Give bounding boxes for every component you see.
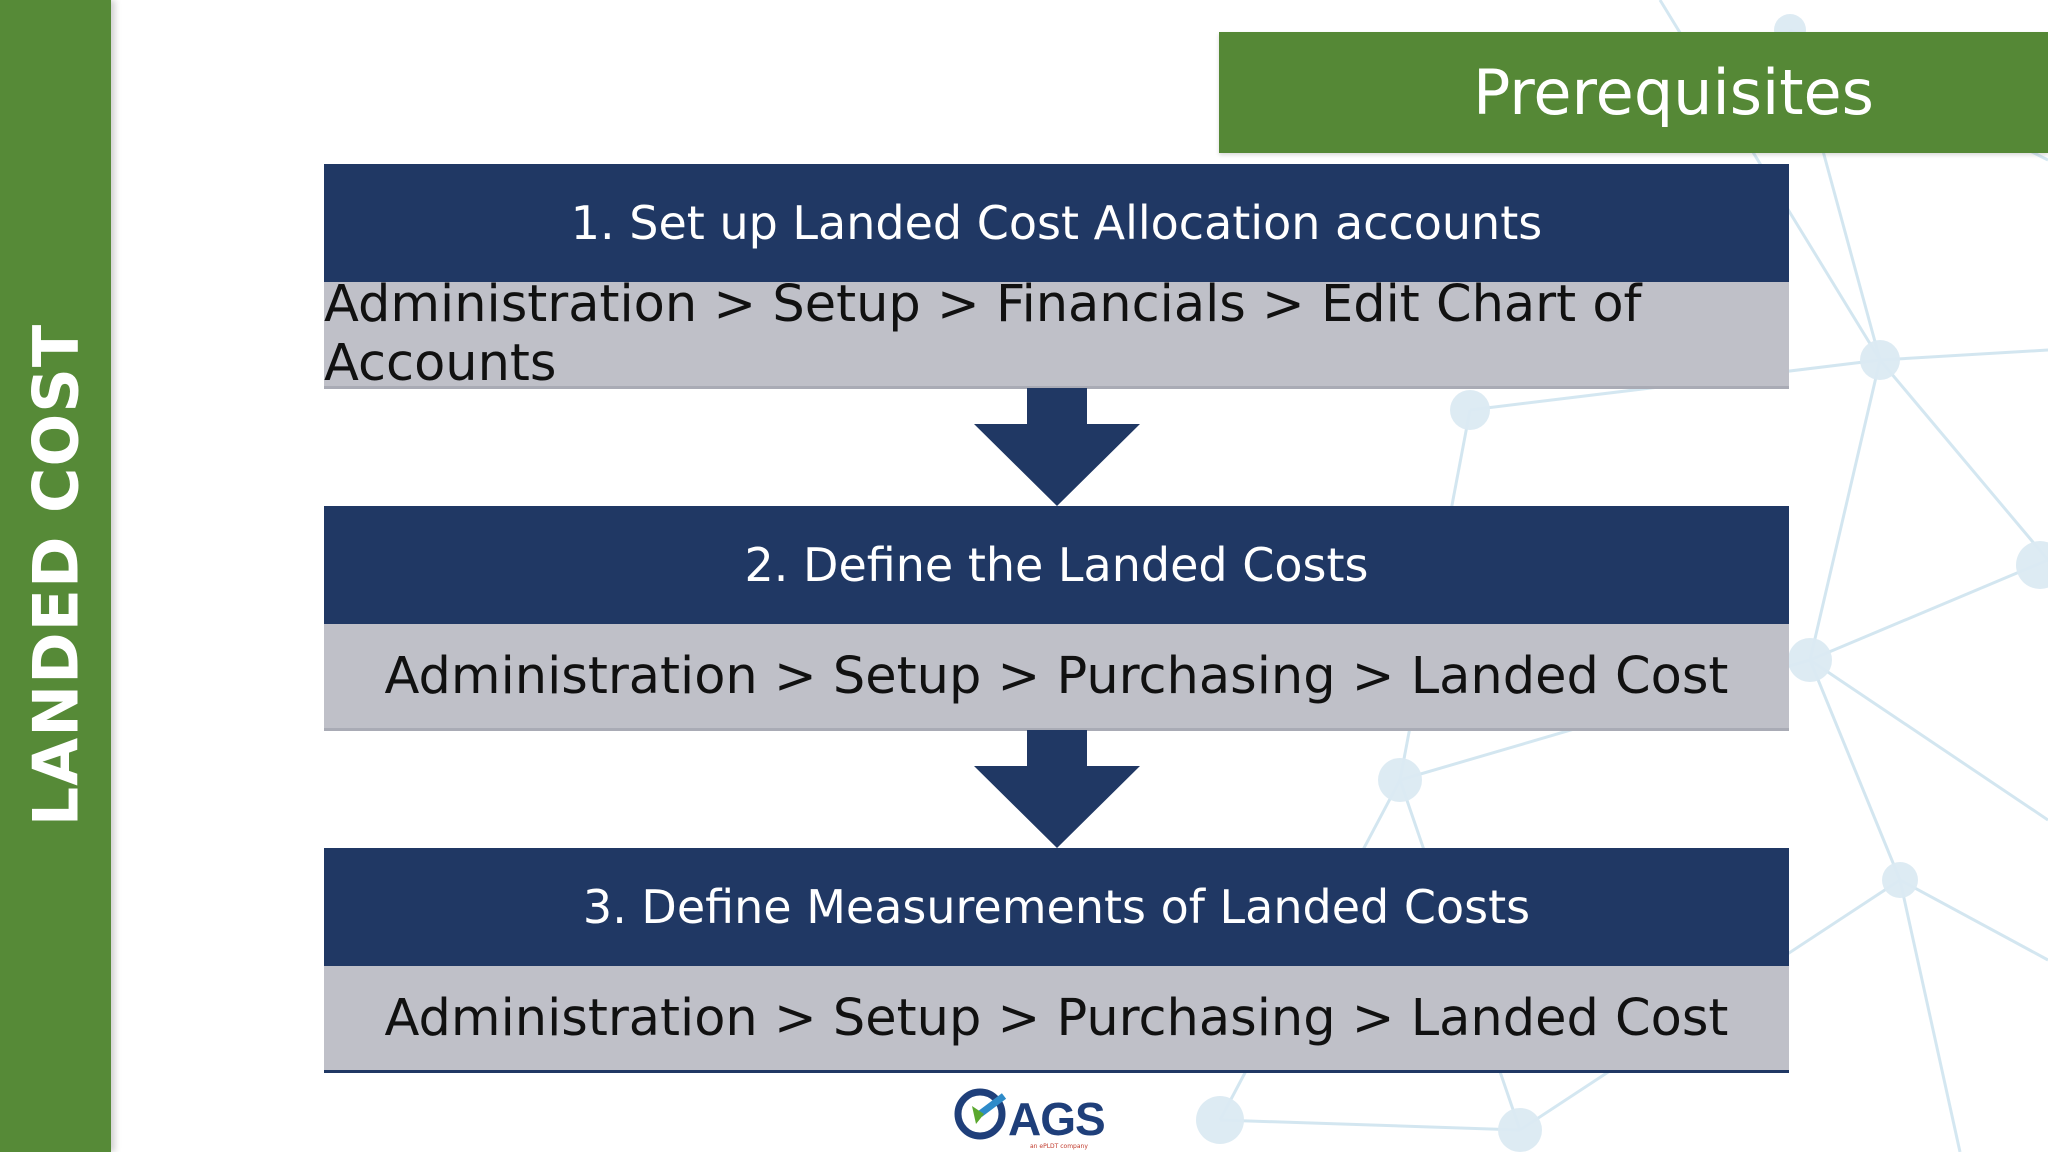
side-title: LANDED COST — [19, 323, 93, 827]
arrow-down-icon — [974, 730, 1140, 848]
step-2-title: 2. Define the Landed Costs — [324, 506, 1789, 624]
arrow-down-icon — [974, 388, 1140, 506]
ags-logo: AGS an ePLDT company — [952, 1084, 1112, 1152]
step-1-path: Administration > Setup > Financials > Ed… — [324, 275, 1789, 393]
step-1-title: 1. Set up Landed Cost Allocation account… — [324, 164, 1789, 282]
ags-logo-icon — [954, 1088, 1007, 1140]
step-2: 2. Define the Landed Costs Administratio… — [324, 506, 1789, 731]
step-3-title: 3. Define Measurements of Landed Costs — [324, 848, 1789, 966]
side-band: LANDED COST — [0, 0, 111, 1152]
logo-subtext: an ePLDT company — [1030, 1143, 1088, 1150]
step-3: 3. Define Measurements of Landed Costs A… — [324, 848, 1789, 1073]
page-title: Prerequisites — [1472, 56, 1874, 129]
header-banner: Prerequisites — [1219, 32, 2048, 153]
logo-text: AGS — [1008, 1093, 1106, 1145]
step-1: 1. Set up Landed Cost Allocation account… — [324, 164, 1789, 393]
step-3-path: Administration > Setup > Purchasing > La… — [324, 966, 1789, 1073]
step-2-path: Administration > Setup > Purchasing > La… — [324, 624, 1789, 731]
